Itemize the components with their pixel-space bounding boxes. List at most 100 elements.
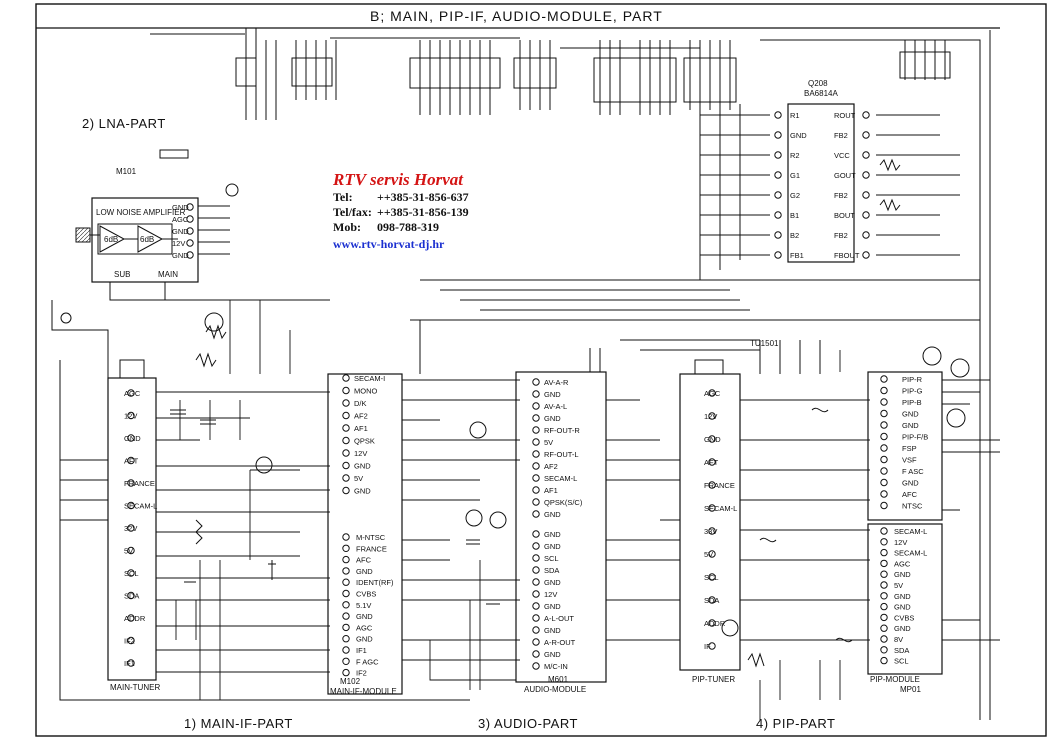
pip-module-bottom-pin-label: SDA [894,646,909,655]
stamp-title: RTV servis Horvat [333,170,464,189]
pip-module-top-pin [880,455,888,464]
pip-tuner-pin [708,481,716,489]
audio-top-pin-label: GND [544,510,561,519]
pip-tuner-name: TU1501 [750,339,779,348]
pip-module-top-pin [880,386,888,395]
main-if-bottom-pin [342,601,350,609]
audio-bottom-pin [532,650,540,658]
main-if-bottom-pin [342,657,350,665]
rgb-right-pin-label: FB2 [834,191,848,200]
lna-sub-label: LOW NOISE AMPLIFIER [96,208,186,217]
pip-module-bottom-pin-label: SCL [894,657,909,666]
pip-tuner-label: PIP-TUNER [692,675,735,684]
audio-top-pin-label: 5V [544,438,553,447]
pip-module-name: MP01 [900,685,921,694]
rgb-right-pin [862,231,870,239]
audio-top-pin-label: RF-OUT-R [544,426,580,435]
audio-top-pin-label: AV-A-R [544,378,569,387]
main-if-bottom-pin-label: FRANCE [356,544,387,553]
pip-module-top-pin [880,398,888,406]
main-tuner-pin [127,389,135,397]
main-tuner-pin-label: 5V [124,547,133,556]
rgb-right-pin [862,171,870,179]
pip-tuner-pin [708,389,716,397]
rgb-right-pin-label: GOUT [834,171,856,180]
pip-tuner-pin [708,504,716,512]
pip-module-bottom-pin [880,570,888,578]
main-tuner-pin-label: 32V [124,524,137,533]
main-if-top-pin [342,399,350,407]
drawing-frame [35,3,1047,737]
audio-top-pin-label: AF1 [544,486,558,495]
main-if-bottom-pin [342,635,350,643]
audio-top-pin-label: GND [544,414,561,423]
stamp-tel-row: Tel:++385-31-856-637 [333,190,469,205]
main-tuner-pin [127,636,135,645]
main-if-top-pin-label: QPSK [354,437,375,446]
audio-bottom-pin [532,614,540,622]
pip-tuner-pin-label: FRANCE [704,481,735,490]
main-if-top-pin [342,386,350,395]
pip-tuner-pin [708,550,716,558]
lna-main-port: MAIN [158,270,178,279]
rgb-right-pin [862,191,870,199]
main-if-part-label: 1) MAIN-IF-PART [184,716,293,731]
audio-bottom-pin-label: SCL [544,554,559,563]
main-if-bottom-pin [342,589,350,598]
main-if-top-pin-label: AF1 [354,424,368,433]
lna-sub-port: SUB [114,270,130,279]
passive-components [170,183,853,668]
main-if-bottom-pin [342,555,350,564]
lna-pin-label: AGC [172,215,189,224]
rgb-left-pin-label: R2 [790,151,800,160]
pip-module-top-pin-label: PIP-G [902,387,923,396]
pip-module-bottom-pin-label: AGC [894,559,911,568]
main-tuner-pin [127,546,135,555]
top-connector-harness [150,28,991,720]
pip-tuner-pin-label: SDA [704,596,719,605]
main-if-top-pin-label: 12V [354,449,367,458]
pip-module-bottom-pin-label: GND [894,603,911,612]
main-if-bottom-pin-label: 5.1V [356,601,371,610]
fax-value: ++385-31-856-139 [377,205,469,219]
main-tuner-pin [127,614,135,622]
rgb-left-pin [774,151,782,159]
audio-bottom-pin [532,542,540,550]
rgb-left-pin [774,251,782,259]
pip-module-bottom-pin [880,613,888,622]
audio-top-pin [532,510,540,518]
rgb-left-pin-label: FB1 [790,251,804,260]
audio-bottom-pin [532,578,540,586]
main-if-top-pin [342,411,350,420]
rgb-right-pin-label: FB2 [834,131,848,140]
rgb-right-pin-label: VCC [834,151,850,160]
pip-module-top-pin [880,478,888,487]
audio-top-pin [532,498,540,506]
audio-bottom-pin-label: A-L-OUT [544,614,574,623]
pip-module-top-pin [880,490,888,498]
main-if-top-pin [342,486,350,495]
main-tuner-pin-label: GND [124,434,141,443]
rgb-left-pin-label: B1 [790,211,799,220]
pip-module-bottom-pin [880,581,888,589]
bus-wiring [175,279,841,720]
main-tuner-pin [127,411,135,420]
main-if-bottom-pin [342,612,350,620]
pip-tuner-pin-label: SCL [704,573,719,582]
main-tuner-pin [127,591,135,600]
main-if-top-pin [342,461,350,470]
audio-top-pin-label: GND [544,390,561,399]
main-if-bottom-pin-label: AGC [356,623,373,632]
main-tuner-pin [127,501,135,510]
pip-module-bottom-pin-label: 8V [894,635,903,644]
main-if-bottom-pin-label: IF2 [356,669,367,678]
rgb-name: Q208 [808,79,828,88]
pip-module-bottom-pin [880,635,888,643]
audio-bottom-pin-label: GND [544,530,561,539]
main-if-bottom-pin [342,533,350,541]
audio-top-pin [532,378,540,386]
rgb-left-pin [774,231,782,239]
main-if-bottom-pin-label: F AGC [356,657,379,666]
audio-bottom-pin [532,566,540,574]
lna-pin [186,251,194,259]
